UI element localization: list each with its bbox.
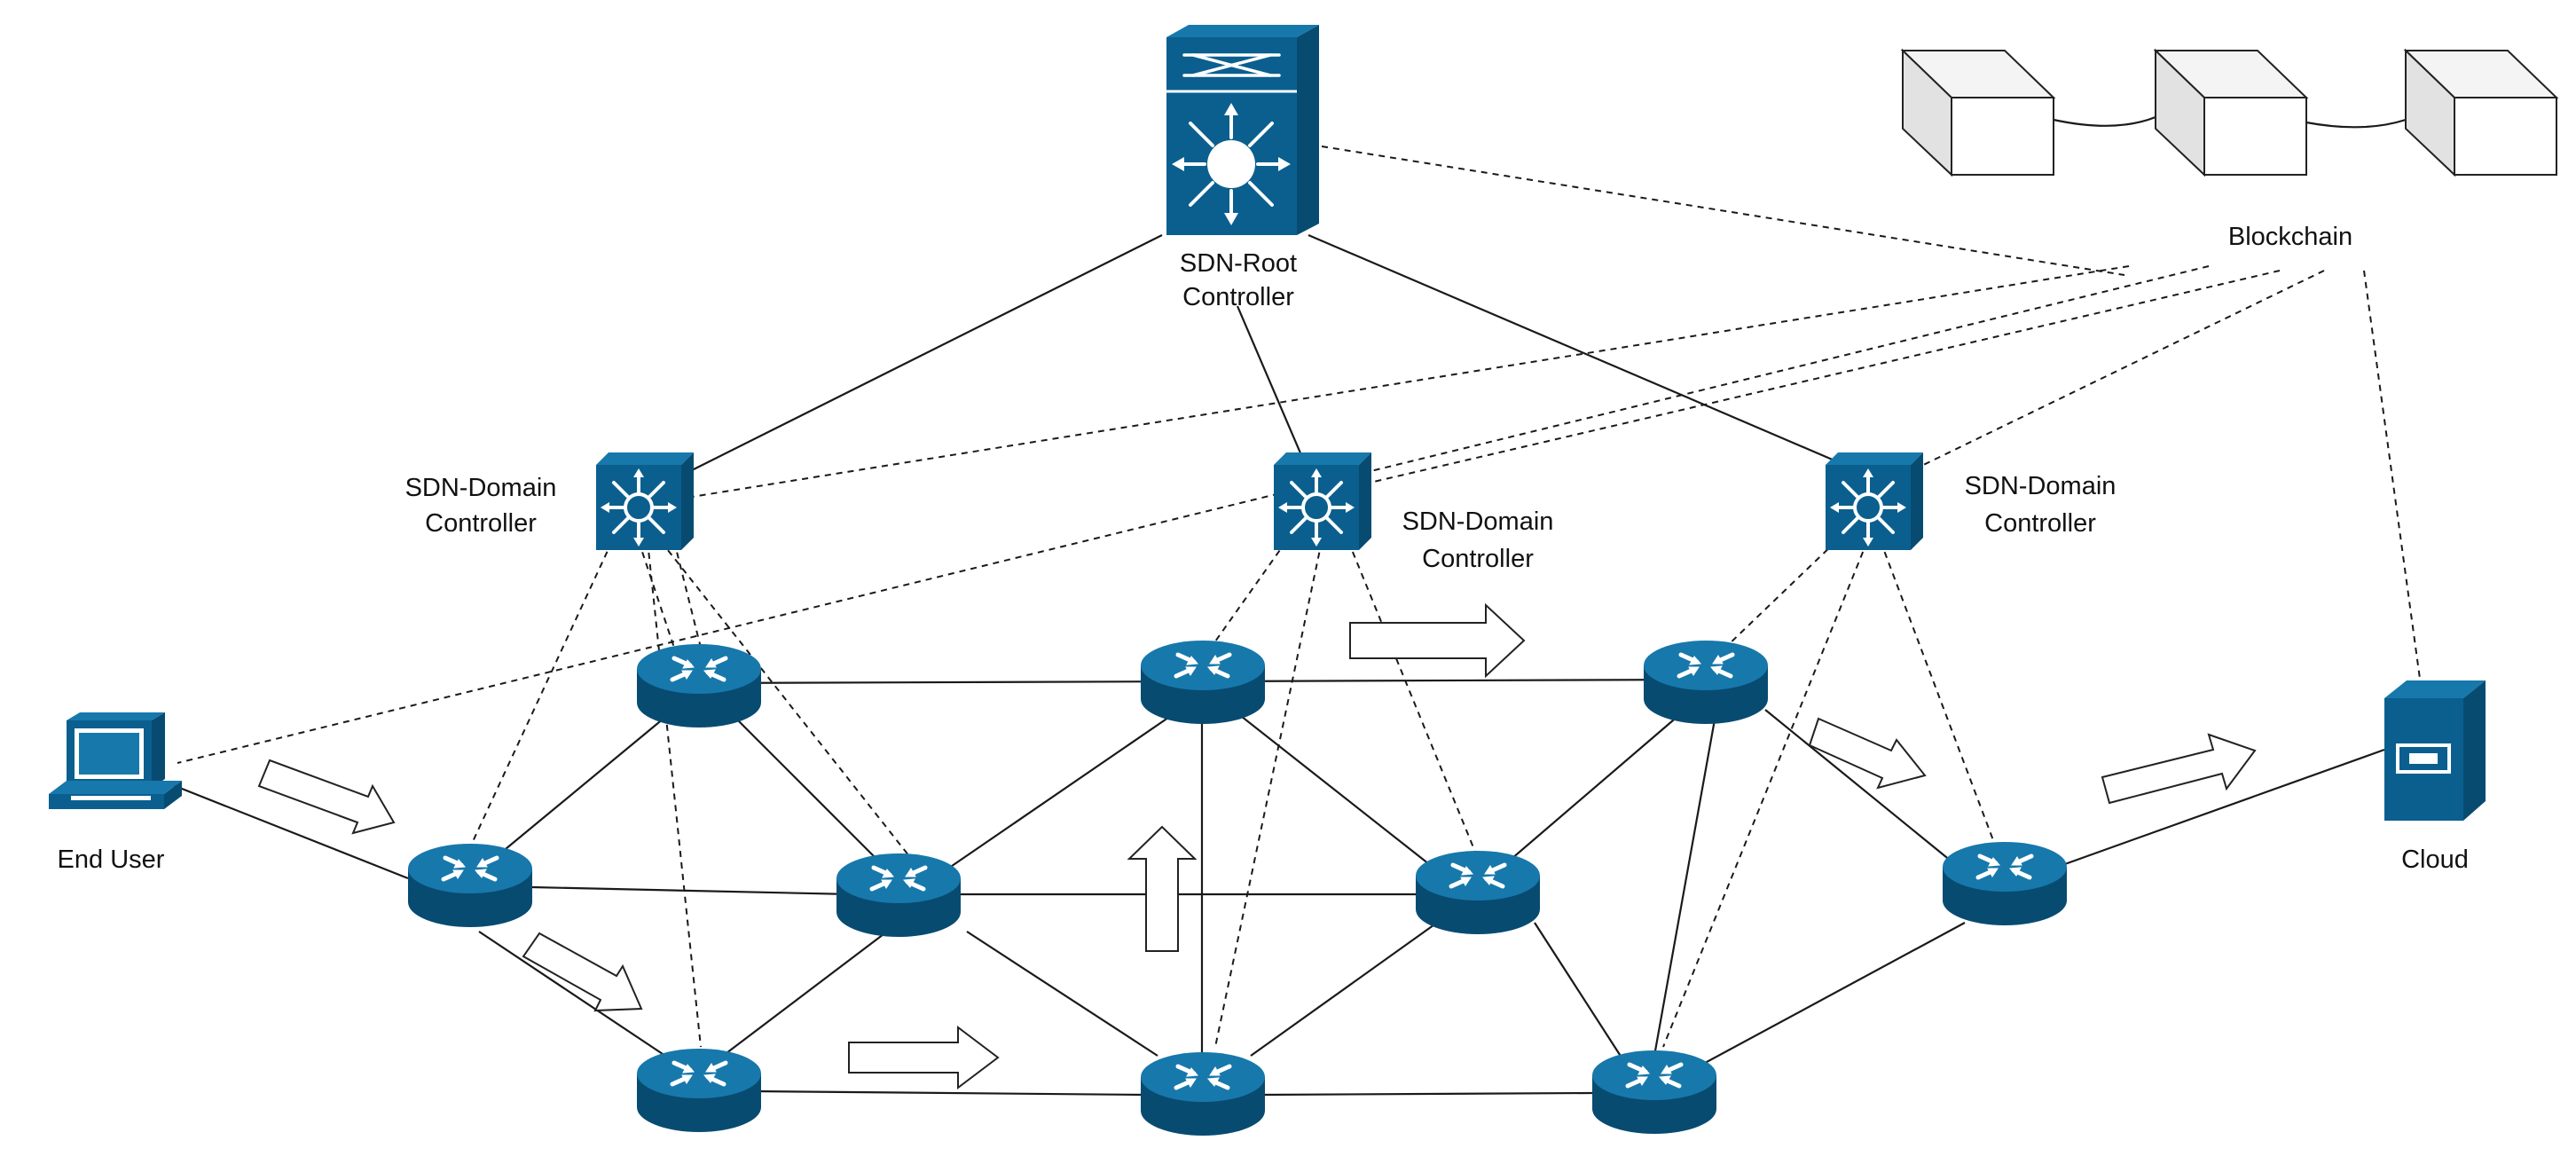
- blockchain-label: Blockchain: [2228, 223, 2352, 251]
- dashed-link: [673, 540, 702, 649]
- blockchain: Blockchain: [1900, 48, 2559, 251]
- root-controller-label-line1: SDN-Root: [1180, 249, 1297, 278]
- dashed-link: [1210, 540, 1287, 649]
- link: [1764, 709, 1957, 866]
- end-user: End User: [49, 712, 182, 874]
- dashed-link: [1347, 540, 1478, 857]
- switch-icon: [596, 452, 694, 550]
- link: [939, 709, 1181, 875]
- link: [1259, 1091, 1593, 1097]
- domain-controller-left-label-line2: Controller: [425, 509, 537, 538]
- control-links: [177, 146, 2421, 1048]
- block-icon: [2153, 48, 2309, 177]
- link: [1534, 922, 1624, 1061]
- link: [1232, 709, 1442, 875]
- domain-controller-right-label-line2: Controller: [1984, 509, 2096, 538]
- link: [1201, 678, 1704, 683]
- chain-link: [2305, 118, 2407, 129]
- domain-controller-left-label-line1: SDN-Domain: [405, 474, 557, 502]
- link: [722, 931, 888, 1057]
- router-icon: [1141, 641, 1265, 724]
- routers: [408, 641, 2067, 1136]
- flow-arrow-icon: [1808, 717, 1927, 790]
- flow-arrow-icon: [1349, 602, 1526, 679]
- dashed-link: [1662, 540, 1868, 1048]
- chain-link: [2053, 115, 2156, 127]
- link: [753, 1089, 1145, 1097]
- link: [531, 885, 852, 896]
- switch-icon: [1826, 452, 1923, 550]
- cloud: Cloud: [2384, 680, 2486, 874]
- domain-controller-right: SDN-Domain Controller: [1826, 452, 2116, 550]
- block-icon: [1900, 48, 2056, 177]
- dashed-link: [660, 540, 910, 857]
- flow-arrow-icon: [1127, 825, 1198, 952]
- root-controller: SDN-Root Controller: [1166, 25, 1319, 311]
- link: [2062, 748, 2385, 867]
- router-icon: [1141, 1052, 1265, 1136]
- workstation-icon: [49, 712, 182, 809]
- block-icon: [2403, 48, 2559, 177]
- router-icon: [408, 844, 532, 927]
- dashed-link: [691, 265, 2130, 498]
- flow-arrow-icon: [2101, 733, 2257, 805]
- root-controller-label-line2: Controller: [1182, 283, 1294, 311]
- domain-controller-left: SDN-Domain Controller: [405, 452, 694, 550]
- flow-arrow-icon: [522, 932, 643, 1012]
- link: [1653, 709, 1718, 1057]
- router-icon: [1592, 1050, 1716, 1134]
- router-icon: [836, 853, 961, 937]
- link: [478, 931, 666, 1057]
- router-icon: [637, 1049, 761, 1132]
- link: [966, 931, 1158, 1057]
- router-icon: [1644, 641, 1768, 724]
- dashed-link: [2363, 270, 2421, 680]
- domain-controller-mid-label-line2: Controller: [1422, 545, 1534, 573]
- domain-controller-mid: SDN-Domain Controller: [1274, 452, 1553, 573]
- switch-icon: [1274, 452, 1371, 550]
- dashed-link: [1724, 540, 1837, 649]
- link: [1250, 922, 1438, 1057]
- server-icon: [2384, 680, 2486, 821]
- link-root-domain-right: [1308, 233, 1842, 465]
- dashed-link: [1884, 270, 2325, 484]
- flow-arrow-icon: [848, 1025, 1000, 1090]
- link: [172, 783, 409, 880]
- domain-controller-mid-label-line1: SDN-Domain: [1402, 507, 1554, 536]
- link: [691, 680, 1203, 685]
- link-root-domain-left: [691, 234, 1163, 471]
- dashed-link: [638, 540, 675, 649]
- link: [1498, 709, 1686, 870]
- router-icon: [1943, 842, 2067, 925]
- dashed-link: [469, 540, 613, 848]
- router-icon: [1416, 851, 1540, 934]
- link-root-domain-mid: [1236, 305, 1306, 462]
- end-user-label: End User: [58, 845, 165, 874]
- link: [726, 709, 879, 861]
- flow-arrows: [257, 602, 2257, 1090]
- dashed-link: [177, 265, 2210, 764]
- dashed-link: [647, 540, 702, 1048]
- dashed-link: [1321, 146, 2125, 276]
- link: [1685, 922, 1966, 1074]
- cloud-label: Cloud: [2401, 845, 2469, 874]
- router-icon: [637, 644, 761, 728]
- dashed-link: [1214, 540, 1323, 1048]
- network-links: [172, 233, 2385, 1097]
- dashed-link: [1880, 540, 1997, 848]
- dashed-link: [1365, 270, 2281, 484]
- multilayer-switch-icon: [1166, 25, 1319, 235]
- domain-controller-right-label-line1: SDN-Domain: [1965, 472, 2117, 500]
- flow-arrow-icon: [257, 759, 396, 835]
